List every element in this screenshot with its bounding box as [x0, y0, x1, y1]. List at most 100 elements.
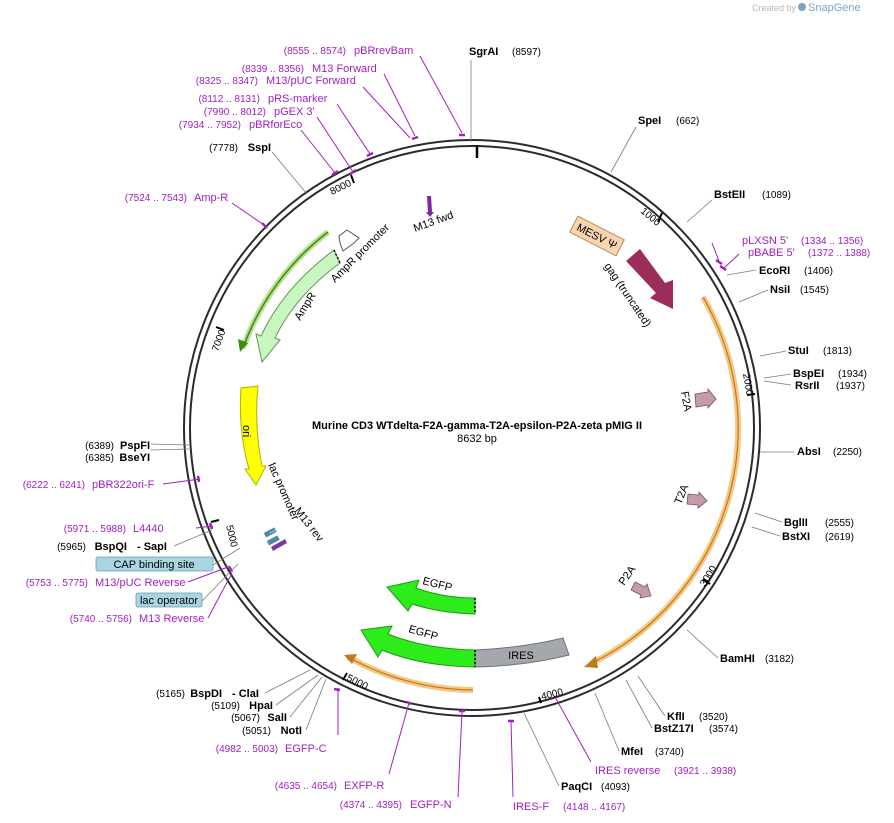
enzyme-sali: SalI — [267, 712, 287, 724]
enzyme-sapi: - SapI — [137, 541, 167, 553]
orf-arc-right-head — [584, 656, 598, 668]
enzyme-kfli: KflI — [667, 711, 685, 723]
enzyme-absi: AbsI — [797, 446, 821, 458]
primer-egfpc-pos: (4982 .. 5003) — [216, 744, 278, 755]
tick-5000: 5000 — [342, 672, 370, 693]
cap-binding-site-box: CAP binding site — [95, 547, 241, 572]
primer-m13puc-fwd: M13/pUC Forward — [266, 75, 356, 87]
primer-iresf: IRES-F — [513, 801, 549, 813]
tick-7000: 7000 — [210, 326, 229, 353]
primer-ampr-pos: (7524 .. 7543) — [125, 193, 187, 204]
orf-arc-right-core — [591, 296, 739, 664]
enzyme-mfei: MfeI — [621, 746, 643, 758]
enzyme-hpai: HpaI — [249, 700, 273, 712]
enzyme-spei: SpeI — [638, 115, 661, 127]
primer-m13puc-fwd-pos: (8325 .. 8347) — [196, 76, 258, 87]
tick-label-8000: 8000 — [328, 178, 353, 198]
primer-iresf-pos: (4148 .. 4167) — [563, 802, 625, 813]
primer-pgex3: pGEX 3' — [274, 106, 315, 118]
enzyme-nsii-pos: (1545) — [800, 285, 829, 296]
cap-binding-site-label: CAP binding site — [113, 559, 194, 571]
primer-plxsn5-pos: (1334 .. 1356) — [801, 236, 863, 247]
enzyme-bspqi-pos: (5965) — [57, 542, 86, 553]
enzyme-stui-pos: (1813) — [823, 346, 852, 357]
primer-pbr322ori-pos: (6222 .. 6241) — [23, 480, 85, 491]
m13-fwd-label: M13 fwd — [412, 209, 455, 234]
ires-label: IRES — [508, 650, 534, 662]
enzyme-pspfi-pos: (6389) — [85, 441, 114, 452]
enzyme-bspdi: BspDI — [190, 688, 222, 700]
enzyme-clai: - ClaI — [232, 688, 259, 700]
orf-arc-left-head — [238, 339, 248, 352]
ampr-promoter-arrow — [338, 229, 360, 252]
ampr-promoter-label: AmpR promoter — [329, 222, 393, 286]
plasmid-name: Murine CD3 WTdelta-F2A-gamma-T2A-epsilon… — [312, 420, 642, 432]
enzyme-sali-pos: (5067) — [231, 713, 260, 724]
enzyme-bamhi-pos: (3182) — [765, 654, 794, 665]
enzyme-bstz17i: BstZ17I — [654, 723, 694, 735]
primer-l4440-pos: (5971 .. 5988) — [64, 524, 126, 535]
egfp-lower-feature — [360, 625, 476, 668]
primer-m13fwd-pos: (8339 .. 8356) — [242, 64, 304, 75]
primer-pbr322ori: pBR322ori-F — [92, 479, 155, 491]
primer-pbrrevbam: pBRrevBam — [354, 45, 413, 57]
enzyme-mfei-pos: (3740) — [655, 747, 684, 758]
orf-arc-bottom-core — [347, 656, 474, 691]
primer-m13rev-pos: (5740 .. 5756) — [70, 614, 132, 625]
primer-pbrrevbam-pos: (8555 .. 8574) — [284, 46, 346, 57]
lac-operator-label: lac operator — [140, 595, 198, 607]
primer-prs-marker: pRS-marker — [268, 93, 328, 105]
backbone-outer-ring — [183, 139, 761, 717]
enzyme-bglii: BglII — [784, 517, 808, 529]
lac-operator-box: lac operator — [135, 563, 239, 608]
primer-exfpr-pos: (4635 .. 4654) — [275, 781, 337, 792]
primer-m13fwd: M13 Forward — [312, 63, 377, 75]
primer-egfpn-pos: (4374 .. 4395) — [340, 800, 402, 811]
enzyme-bamhi: BamHI — [720, 653, 755, 665]
enzyme-ecori-pos: (1406) — [804, 266, 833, 277]
enzyme-pspfi: PspFI — [120, 440, 150, 452]
enzyme-kfli-pos: (3520) — [699, 712, 728, 723]
primer-egfpc: EGFP-C — [285, 743, 327, 755]
enzyme-noti-pos: (5051) — [242, 726, 271, 737]
tick-4000: 4000 — [538, 687, 565, 704]
primer-iresrev: IRES reverse — [595, 765, 660, 777]
orf-arc-left — [240, 229, 330, 350]
orf-arc-left-core — [242, 231, 329, 349]
lac-region-icon — [263, 527, 287, 551]
enzyme-rsrii-pos: (1937) — [836, 381, 865, 392]
enzyme-spei-pos: (662) — [676, 116, 699, 127]
primer-pgex3-pos: (7990 .. 8012) — [204, 107, 266, 118]
t2a-arrow — [686, 490, 708, 509]
f2a-arrow — [694, 387, 717, 410]
enzyme-paqci-pos: (4093) — [601, 782, 630, 793]
egfp-lower-label: EGFP — [407, 623, 439, 643]
primer-pbabe5-pos: (1372 .. 1388) — [808, 248, 870, 259]
m13-fwd-arrow — [426, 196, 434, 217]
enzyme-bstxi: BstXI — [782, 531, 810, 543]
credit-brand: SnapGene — [808, 2, 861, 14]
enzyme-rsrii: RsrII — [795, 380, 819, 392]
p2a-arrow — [630, 581, 652, 599]
primer-prs-marker-pos: (8112 .. 8131) — [198, 94, 260, 105]
primer-pbabe5: pBABE 5' — [748, 247, 795, 259]
enzyme-leaders — [150, 60, 794, 787]
tick-label-7000: 7000 — [210, 328, 228, 353]
enzyme-absi-pos: (2250) — [833, 447, 862, 458]
enzyme-bseyi-pos: (6385) — [85, 453, 114, 464]
backbone-inner-ring — [189, 145, 755, 711]
orf-arc-right — [590, 295, 742, 666]
enzyme-bspqi: BspQI — [95, 541, 127, 553]
enzyme-bspei-pos: (1934) — [838, 369, 867, 380]
enzyme-bstz17i-pos: (3574) — [709, 724, 738, 735]
primer-pbrforeco-pos: (7934 .. 7952) — [179, 120, 241, 131]
credit-text: Created by — [752, 3, 797, 13]
enzyme-bsteii-pos: (1089) — [762, 190, 791, 201]
tick-label-2000: 2000 — [740, 373, 755, 397]
enzyme-paqci: PaqCI — [561, 781, 592, 793]
enzyme-sspi-pos: (7778) — [209, 143, 238, 154]
enzyme-bstxi-pos: (2619) — [825, 532, 854, 543]
primer-exfpr: EXFP-R — [344, 780, 384, 792]
enzyme-bglii-pos: (2555) — [825, 518, 854, 529]
